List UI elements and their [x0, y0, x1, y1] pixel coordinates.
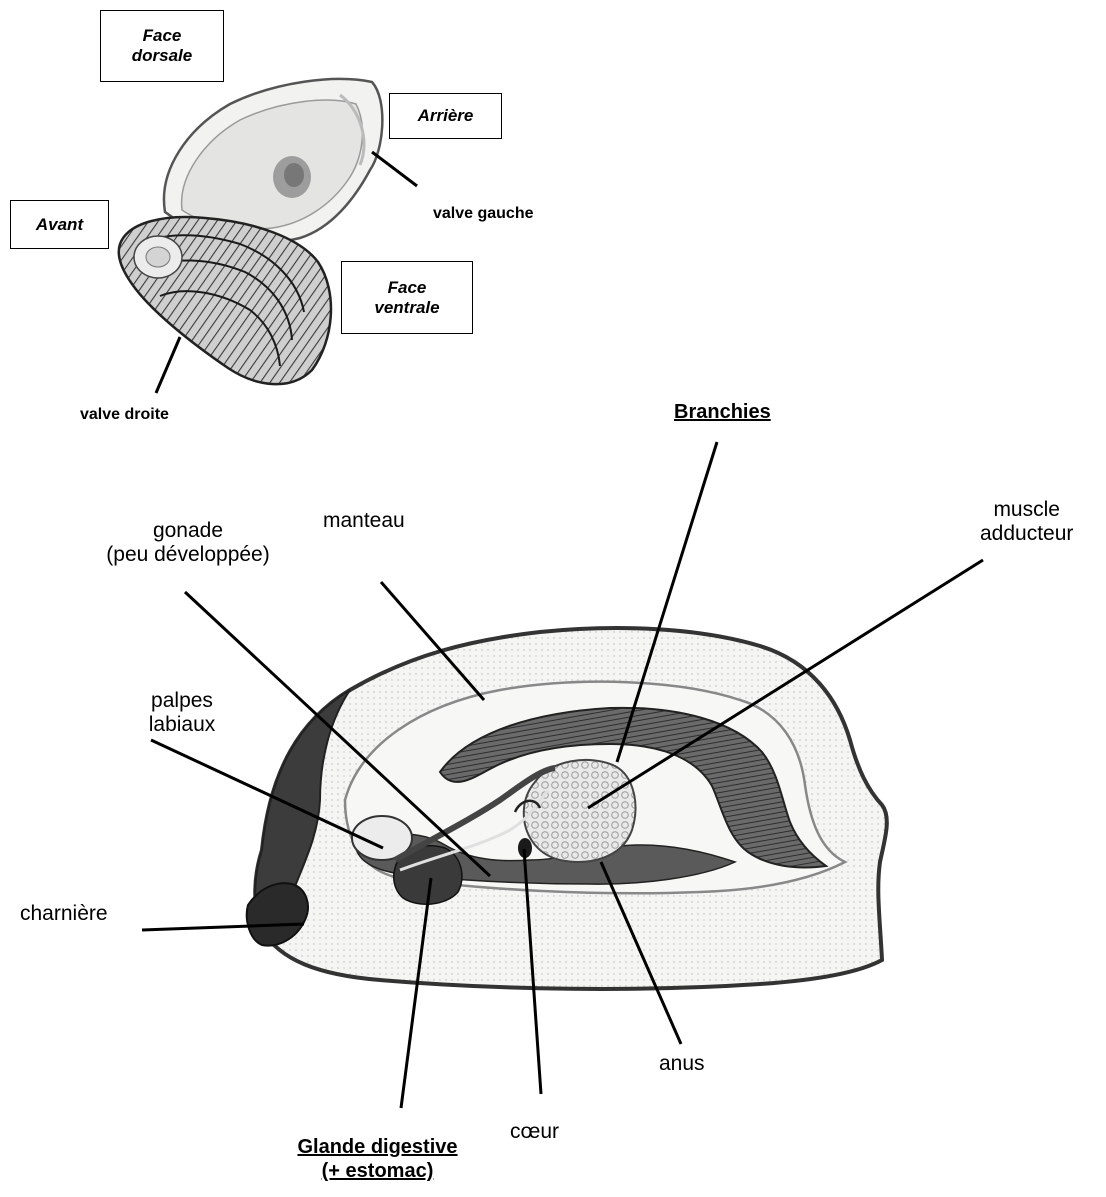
gonade-label: gonade (peu développée) — [98, 519, 278, 567]
label-box-face-ventrale: Face ventrale — [341, 261, 473, 334]
glande-label: Glande digestive (+ estomac) — [270, 1135, 485, 1183]
glande-line2: (+ estomac) — [270, 1159, 485, 1183]
label-box-face-dorsale: Face dorsale — [100, 10, 224, 82]
label-box-arriere: Arrière — [389, 93, 502, 139]
muscle-line1: muscle — [980, 498, 1073, 522]
valve-gauche-label: valve gauche — [433, 202, 534, 226]
face-dorsale-text: Face dorsale — [122, 26, 202, 66]
palpes-label: palpes labiaux — [142, 689, 222, 737]
muscle-label: muscle adducteur — [980, 498, 1073, 546]
gonade-line2: (peu développée) — [98, 543, 278, 567]
face-ventrale-text: Face ventrale — [362, 278, 452, 318]
manteau-label: manteau — [323, 509, 405, 533]
branchies-label: Branchies — [674, 400, 771, 424]
valve-droite-label: valve droite — [80, 403, 169, 427]
arriere-text: Arrière — [418, 106, 474, 126]
coeur-label: cœur — [510, 1120, 559, 1144]
palpes-line2: labiaux — [142, 713, 222, 737]
right-valve-drawing — [119, 217, 331, 384]
gonade-line1: gonade — [98, 519, 278, 543]
muscle-line2: adducteur — [980, 522, 1073, 546]
avant-text: Avant — [36, 215, 83, 235]
label-box-avant: Avant — [10, 200, 109, 249]
palpes-line1: palpes — [142, 689, 222, 713]
charniere-label: charnière — [20, 902, 108, 926]
leader-valve-droite — [156, 337, 180, 393]
leader-valve-gauche — [372, 152, 417, 186]
anus-label: anus — [659, 1052, 705, 1076]
glande-line1: Glande digestive — [270, 1135, 485, 1159]
